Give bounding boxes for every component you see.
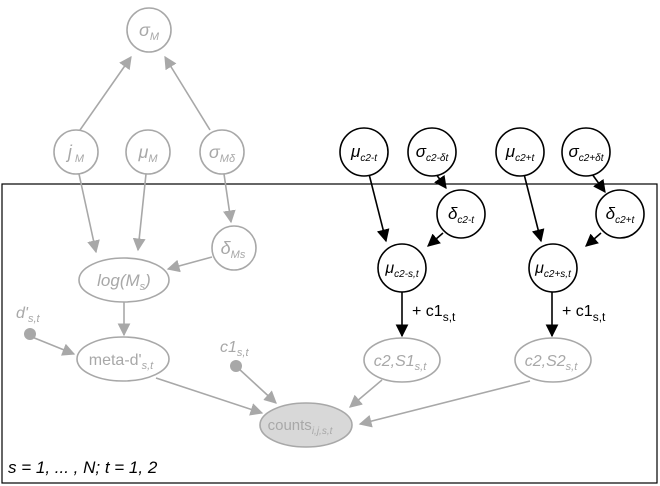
svg-text:meta-d's,t: meta-d's,t bbox=[89, 352, 154, 372]
svg-text:μc2+s,t: μc2+s,t bbox=[534, 260, 572, 280]
svg-text:c2,S1s,t: c2,S1s,t bbox=[374, 353, 427, 373]
edge-deltac2minus-muc2minusst bbox=[427, 232, 444, 247]
node-c1: c1s,t bbox=[220, 339, 249, 372]
edge-sigmac2minus-deltac2minus bbox=[434, 173, 447, 190]
edge-c1-counts bbox=[237, 367, 277, 404]
node-c2-S2: c2,S2s,t bbox=[514, 337, 592, 383]
plate-label: s = 1, ... , N; t = 1, 2 bbox=[8, 458, 158, 477]
svg-text:c2,S2s,t: c2,S2s,t bbox=[525, 353, 578, 373]
node-sigma-c2-minus-dt: σc2-δt bbox=[407, 127, 457, 177]
edge-c2S2-counts bbox=[358, 380, 531, 428]
svg-text:δMs: δMs bbox=[221, 238, 246, 261]
svg-text:σM: σM bbox=[139, 20, 160, 43]
node-mu-c2-minus-st: μc2-s,t bbox=[377, 243, 427, 293]
svg-text:countsi,j,s,t: countsi,j,s,t bbox=[268, 417, 334, 437]
svg-text:μc2+t: μc2+t bbox=[505, 142, 536, 164]
svg-text:jM: jM bbox=[65, 142, 85, 165]
svg-text:d's,t: d's,t bbox=[16, 305, 41, 325]
node-c2-S1: c2,S1s,t bbox=[363, 337, 441, 383]
edge-deltaMs-logMs bbox=[166, 256, 213, 273]
edge-c2S1-counts bbox=[349, 379, 383, 408]
node-delta-c2-minus-t: δc2-t bbox=[436, 189, 486, 239]
edge-sigmaMdelta-deltaMs bbox=[223, 173, 236, 224]
node-d-prime: d's,t bbox=[16, 305, 41, 340]
edge-label-c1-right: + c1s,t bbox=[562, 303, 606, 324]
plate-rectangle bbox=[1, 183, 658, 484]
node-counts: countsi,j,s,t bbox=[259, 402, 353, 448]
node-meta-d: meta-d's,t bbox=[76, 336, 170, 382]
svg-text:δc2-t: δc2-t bbox=[448, 204, 475, 226]
edge-metad-counts bbox=[155, 377, 264, 416]
svg-text:σMδ: σMδ bbox=[209, 142, 236, 165]
svg-text:log(Ms): log(Ms) bbox=[97, 271, 151, 293]
node-mu-c2-minus-t: μc2-t bbox=[339, 127, 389, 177]
edge-deltac2plus-muc2plusst bbox=[585, 232, 602, 247]
node-delta-Ms: δMs bbox=[211, 225, 257, 271]
node-mu-c2-plus-t: μc2+t bbox=[495, 127, 545, 177]
svg-text:μc2-s,t: μc2-s,t bbox=[384, 260, 419, 280]
edge-label-c1-left: + c1s,t bbox=[412, 303, 456, 324]
svg-text:c1s,t: c1s,t bbox=[220, 339, 249, 359]
svg-text:μc2-t: μc2-t bbox=[350, 142, 378, 164]
svg-text:δc2+t: δc2+t bbox=[606, 204, 636, 226]
svg-text:σc2+δt: σc2+δt bbox=[568, 142, 604, 164]
node-mu-c2-plus-st: μc2+s,t bbox=[528, 243, 578, 293]
edge-sigmac2plus-deltac2plus bbox=[591, 173, 606, 194]
node-mu-M: μM bbox=[125, 129, 171, 175]
edge-muM-logMs bbox=[132, 173, 147, 252]
node-sigma-Mdelta: σMδ bbox=[199, 129, 245, 175]
edge-sigmaMdelta-sigmaM bbox=[164, 55, 211, 131]
svg-text:μM: μM bbox=[137, 142, 158, 165]
edge-jM-sigmaM bbox=[79, 55, 132, 131]
node-log-Ms: log(Ms) bbox=[78, 257, 170, 303]
edge-jM-logMs bbox=[78, 173, 100, 254]
edge-dprime-metad bbox=[31, 336, 76, 356]
svg-text:σc2-δt: σc2-δt bbox=[416, 142, 450, 164]
edge-muc2plus-muc2plusst bbox=[523, 173, 545, 243]
node-sigma-c2-plus-dt: σc2+δt bbox=[561, 127, 611, 177]
edge-muc2minus-muc2minusst bbox=[368, 173, 390, 243]
node-sigma-M: σM bbox=[126, 7, 172, 53]
node-delta-c2-plus-t: δc2+t bbox=[595, 189, 645, 239]
